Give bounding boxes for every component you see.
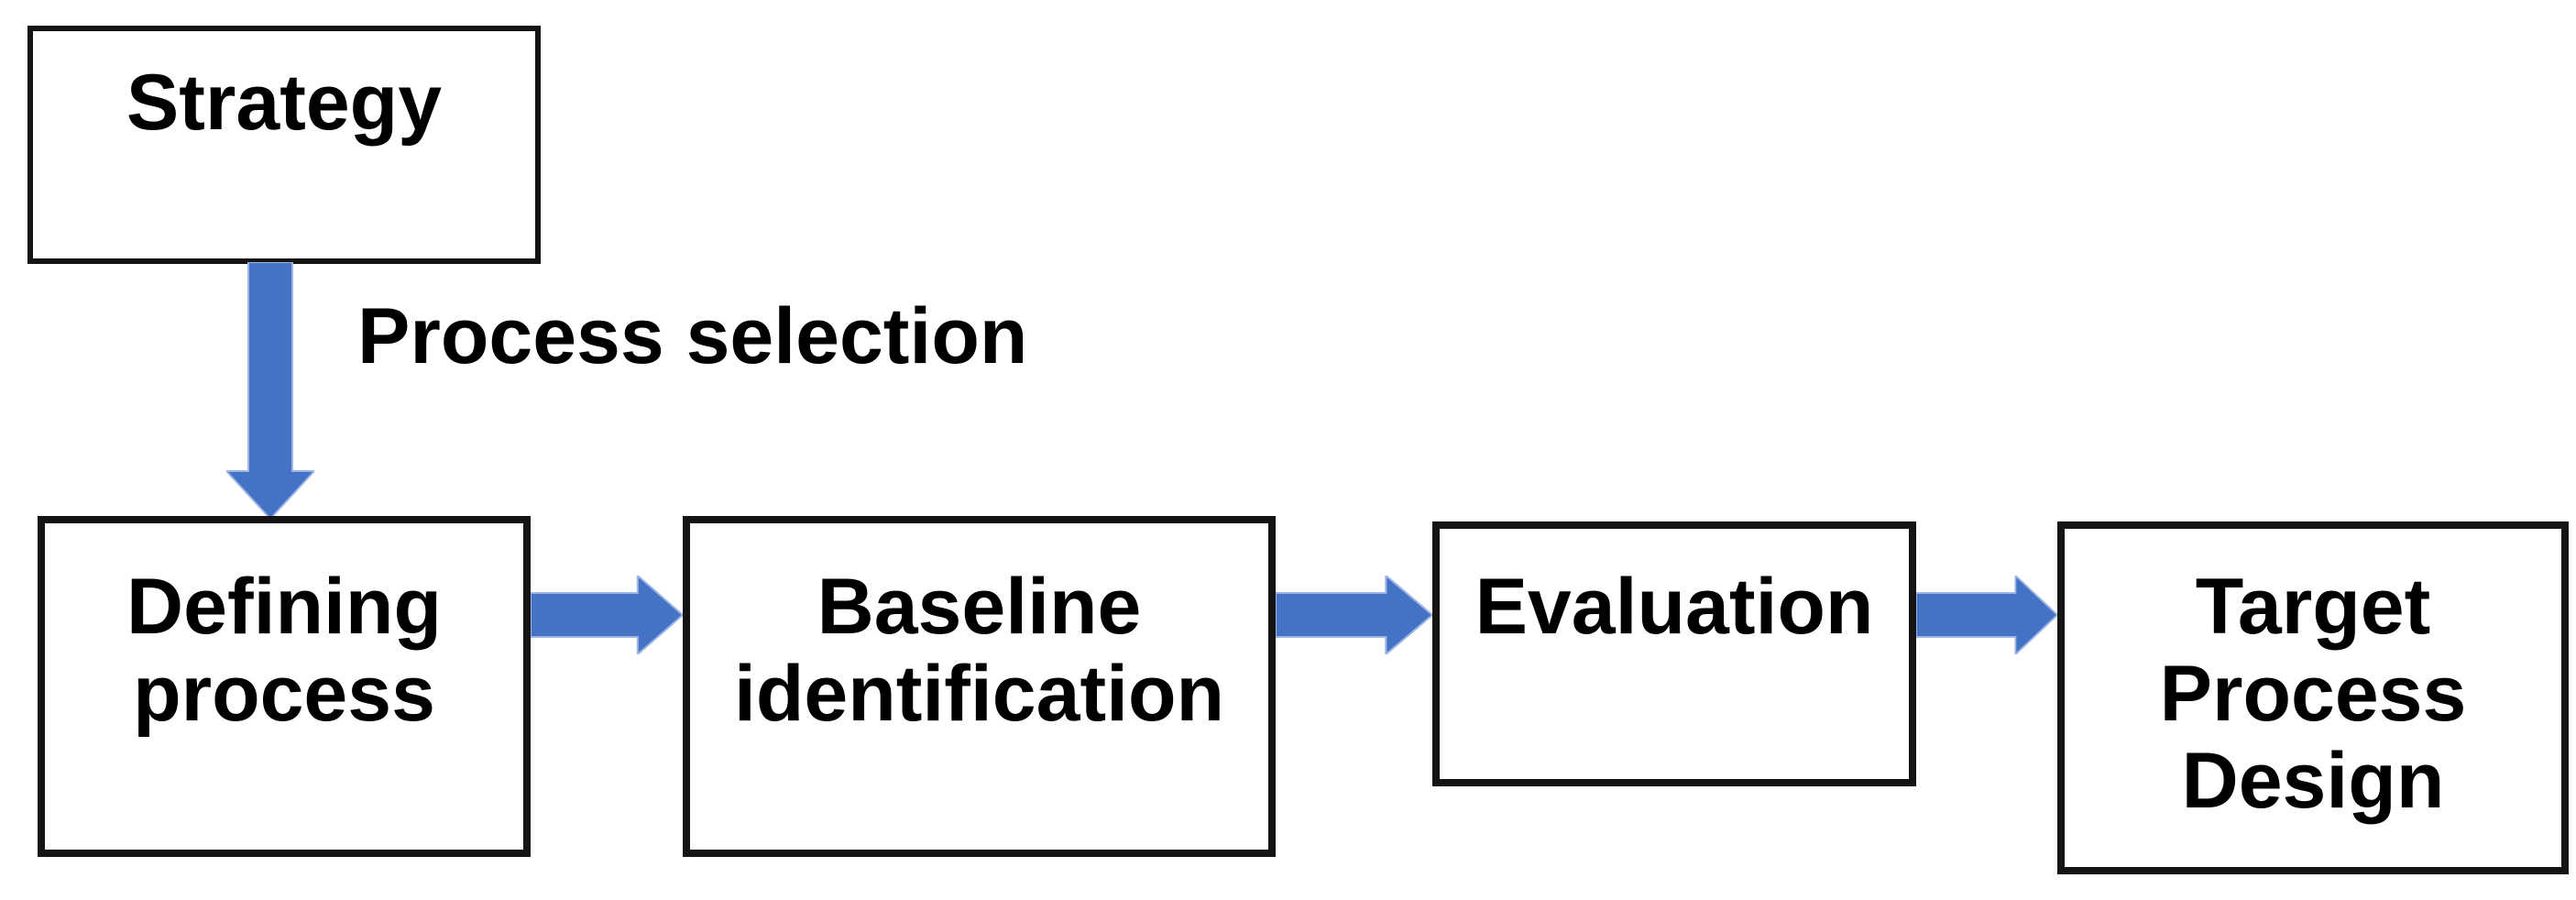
node-target-process-design-label: Target Process Design: [2159, 563, 2467, 825]
node-baseline-identification: Baseline identification: [683, 516, 1276, 857]
arrow-right-evaluation-to-target: [1916, 576, 2057, 654]
arrow-right-shape: [1276, 576, 1432, 654]
arrow-right-shape: [1916, 576, 2057, 654]
node-baseline-identification-label: Baseline identification: [733, 563, 1225, 738]
arrow-right-baseline-to-evaluation: [1276, 576, 1432, 654]
node-strategy-label: Strategy: [126, 59, 443, 147]
arrow-down-shape: [226, 262, 314, 519]
arrow-right-defining-to-baseline: [531, 576, 683, 654]
arrow-right-shape: [531, 576, 683, 654]
node-evaluation: Evaluation: [1432, 521, 1916, 786]
edge-label-process-selection: Process selection: [357, 292, 1028, 380]
node-evaluation-label: Evaluation: [1474, 563, 1874, 651]
node-strategy: Strategy: [27, 26, 541, 264]
node-defining-process-label: Defining process: [126, 563, 442, 738]
node-defining-process: Defining process: [38, 516, 531, 857]
node-target-process-design: Target Process Design: [2057, 521, 2569, 874]
arrow-down-strategy-to-defining: [226, 262, 314, 519]
